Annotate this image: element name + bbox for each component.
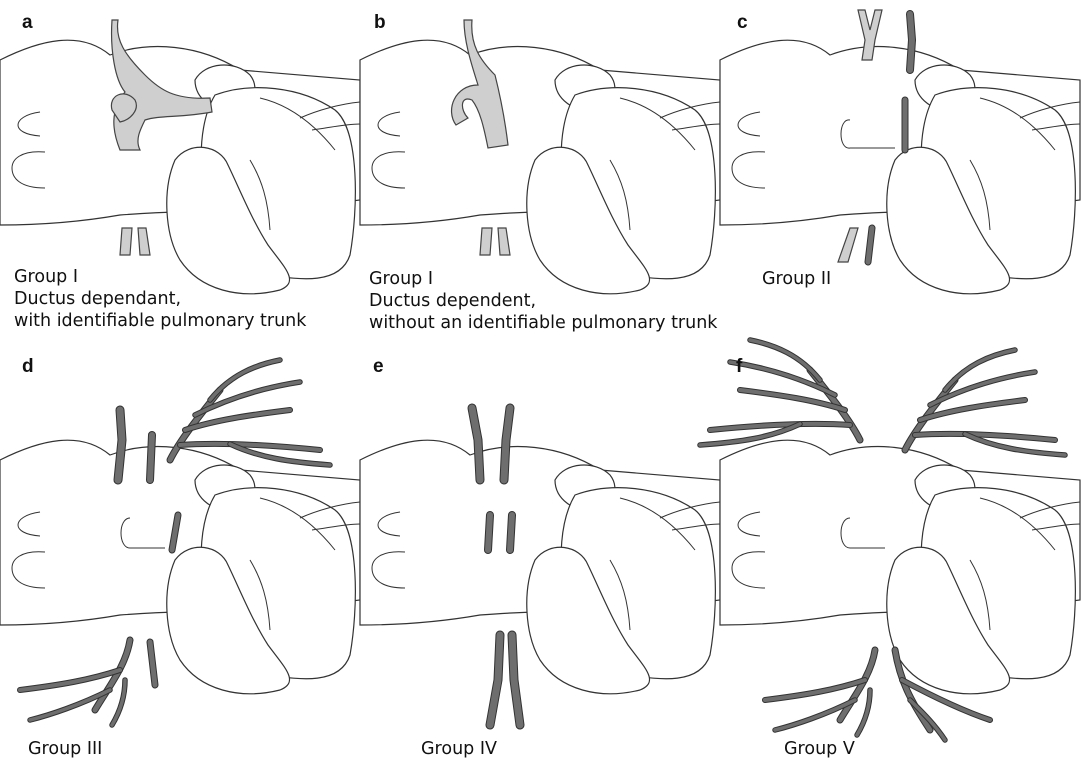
pulmonary-artery-lower <box>512 635 520 725</box>
panel-a: a Group I Ductus dependant, with identif… <box>0 0 360 340</box>
caption-line: Ductus dependant, <box>14 288 306 310</box>
panel-letter: b <box>374 12 386 34</box>
panel-f: f Group V <box>720 350 1081 766</box>
panel-caption: Group IV <box>421 738 497 760</box>
mapca-upper <box>150 435 152 480</box>
central-artery <box>510 515 512 550</box>
panel-d-illustration <box>0 350 360 766</box>
panel-letter: e <box>373 356 384 378</box>
caption-line: with identifiable pulmonary trunk <box>14 310 306 332</box>
panel-letter: a <box>22 12 33 34</box>
panel-e: e Group IV <box>360 350 720 766</box>
panel-letter: c <box>737 12 748 34</box>
panel-d: d Group III <box>0 350 360 766</box>
collateral-vessel <box>910 14 912 70</box>
panel-f-illustration <box>720 350 1081 766</box>
caption-line: Group IV <box>421 738 497 760</box>
panel-c: c Group II <box>720 0 1081 340</box>
panel-letter: d <box>22 356 34 378</box>
caption-line: Group V <box>784 738 855 760</box>
lower-vessel-light <box>838 228 858 262</box>
central-artery <box>488 515 490 550</box>
mapca-upper <box>118 410 122 480</box>
caption-line: Group III <box>28 738 102 760</box>
panel-letter: f <box>736 356 742 378</box>
lower-vessels <box>480 228 510 255</box>
panel-e-illustration <box>360 350 720 766</box>
collateral-branch <box>910 700 945 740</box>
caption-line: Group I <box>369 268 717 290</box>
panel-caption: Group V <box>784 738 855 760</box>
panel-caption: Group I Ductus dependent, without an ide… <box>369 268 717 334</box>
caption-line: Group II <box>762 268 831 290</box>
caption-line: Group I <box>14 266 306 288</box>
panel-caption: Group III <box>28 738 102 760</box>
panel-caption: Group I Ductus dependant, with identifia… <box>14 266 306 332</box>
panel-caption: Group II <box>762 268 831 290</box>
lower-vessels <box>120 228 150 255</box>
caption-line: without an identifiable pulmonary trunk <box>369 312 717 334</box>
caption-line: Ductus dependent, <box>369 290 717 312</box>
panel-b: b Group I Ductus dependent, without an i… <box>360 0 720 340</box>
